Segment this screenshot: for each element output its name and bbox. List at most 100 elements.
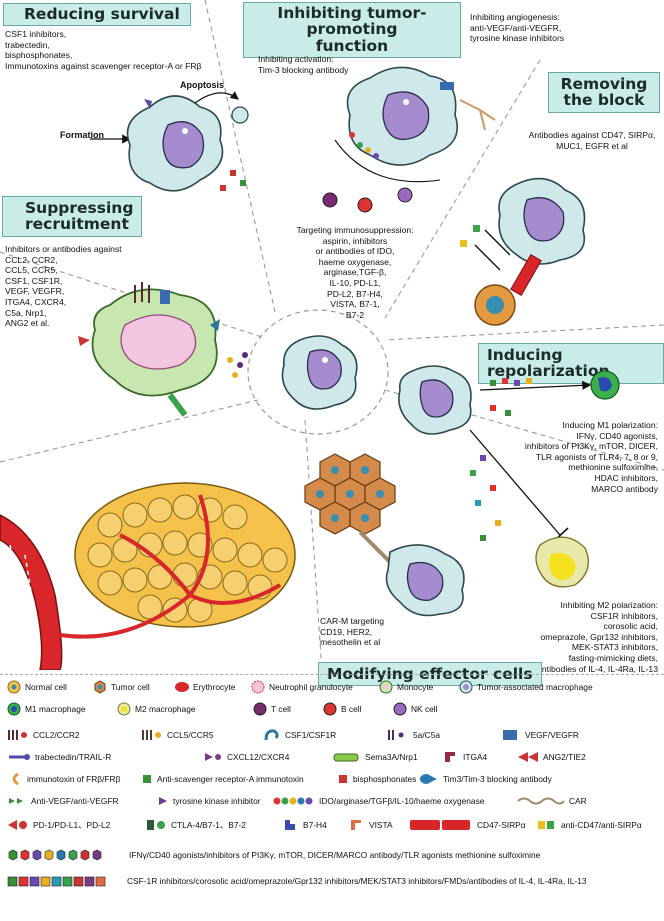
monocyte-icon <box>379 680 393 694</box>
legend-tim3: Tim3/Tim-3 blocking antibody <box>418 770 552 788</box>
anti-cd47-icon <box>538 821 554 829</box>
inhibiting-tumor-title: Inhibiting tumor-promoting function <box>243 2 461 58</box>
apoptosis-label: Apoptosis <box>180 80 224 90</box>
legend-tam: Tumor-associated macrophage <box>458 678 593 696</box>
legend-csf1: CSF1/CSF1R <box>262 726 336 744</box>
legend-normal-cell: Normal cell <box>6 678 67 696</box>
anti-scavenger-icon <box>143 775 151 783</box>
anti-vegf-icon <box>9 798 23 804</box>
legend-vista: VISTA <box>348 816 393 834</box>
legend-row-receptors-2: trabectedin/TRAIL-R CXCL12/CXCR4 Sema3A/… <box>6 745 658 767</box>
legend-ctla4: CTLA-4/B7-1、B7-2 <box>144 816 246 834</box>
tam-icon <box>459 680 473 694</box>
legend-row-agents-1: immunotoxin of FRβ/FRβ Anti-scavenger re… <box>6 767 658 789</box>
cxcl12-icon <box>205 753 221 761</box>
neutrophil-icon <box>251 680 265 694</box>
b7h4-icon <box>285 820 295 830</box>
legend-row-cells-2: M1 macrophage M2 macrophage T cell B cel… <box>6 697 658 719</box>
tim3-icon <box>420 774 437 784</box>
survival-macrophage-illustration <box>90 91 249 192</box>
inducing-repolarization-title: Inducing repolarization <box>478 343 664 384</box>
legend-cxcl12: CXCL12/CXCR4 <box>202 748 289 766</box>
suppressing-recruitment-text: Inhibitors or antibodies against CCL2, C… <box>5 244 122 329</box>
suppressing-recruitment-title: Suppressing recruitment <box>2 196 143 237</box>
legend-tki: tyrosine kinase inhibitor <box>156 792 261 810</box>
legend-itga4: ITGA4 <box>442 748 487 766</box>
formation-label: Formation <box>60 130 104 140</box>
cd47-sirpa-icon <box>410 820 470 830</box>
repolarization-illustration <box>398 365 620 588</box>
legend-b7h4: B7-H4 <box>282 816 327 834</box>
c5a-icon <box>388 730 404 740</box>
vegf-icon <box>503 730 517 740</box>
removing-block-title: Removing the block <box>548 72 660 113</box>
m1-macrophage-icon <box>7 702 21 716</box>
legend-row-cells-1: Normal cell Tumor cell Erythrocyte Neutr… <box>6 675 658 697</box>
ido-agents-icon <box>273 797 313 805</box>
normal-cell-icon <box>7 680 21 694</box>
legend-immunotoxin-frb: immunotoxin of FRβ/FRβ <box>6 770 120 788</box>
legend-pd1: PD-1/PD-L1、PD-L2 <box>6 816 110 834</box>
legend-row-m2-agents: CSF-1R inhibitors/corosolic acid/omepraz… <box>6 869 658 891</box>
legend-monocyte: Monocyte <box>378 678 433 696</box>
legend-ido: IDO/arginase/TGFβ/IL-10/haeme oxygenase <box>272 792 484 810</box>
removing-block-text: Antibodies against CD47, SIRPα, MUC1, EG… <box>528 130 656 151</box>
inhibiting-angiogenesis-text: Inhibiting angiogenesis: anti-VEGF/anti-… <box>470 12 565 44</box>
reducing-survival-title: Reducing survival <box>3 3 191 27</box>
m1-polarization-text: Inducing M1 polarization: IFNγ, CD40 ago… <box>524 420 658 494</box>
legend-erythrocyte: Erythrocyte <box>174 678 235 696</box>
legend-ccl2: CCL2/CCR2 <box>6 726 80 744</box>
b-cell-icon <box>323 702 337 716</box>
car-m-text: CAR-M targeting CD19, HER2, mesothelin e… <box>320 616 384 648</box>
legend-m2-agents: CSF-1R inhibitors/corosolic acid/omepraz… <box>6 872 587 890</box>
ccl5-icon <box>142 730 161 740</box>
legend-ang2: ANG2/TIE2 <box>516 748 586 766</box>
itga4-icon <box>445 752 455 762</box>
frb-immunotoxin-icon <box>12 772 19 786</box>
legend-c5a: 5a/C5a <box>386 726 440 744</box>
sema3a-icon <box>333 753 359 762</box>
legend-row-receptors-1: CCL2/CCR2 CCL5/CCR5 CSF1/CSF1R 5a/C5a VE… <box>6 723 658 745</box>
legend-tumor-cell: Tumor cell <box>92 678 150 696</box>
legend-b-cell: B cell <box>322 700 361 718</box>
erythrocyte-icon <box>175 682 189 692</box>
legend-anti-cd47: anti-CD47/anti-SIRPα <box>536 816 642 834</box>
m1-agents-icon <box>8 849 102 861</box>
legend-bisphosphonates: bisphosphonates <box>336 770 416 788</box>
tumor-cell-icon <box>94 680 106 694</box>
legend-sema3a: Sema3A/Nrp1 <box>332 748 418 766</box>
legend-car: CAR <box>516 792 587 810</box>
legend: Normal cell Tumor cell Erythrocyte Neutr… <box>0 674 664 921</box>
legend-row-agents-2: Anti-VEGF/anti-VEGFR tyrosine kinase inh… <box>6 789 658 811</box>
m2-polarization-text: Inhibiting M2 polarization: CSF1R inhibi… <box>537 600 658 674</box>
center-macrophage <box>281 335 358 410</box>
t-cell-icon <box>253 702 267 716</box>
legend-trabectedin: trabectedin/TRAIL-R <box>6 748 111 766</box>
car-m-illustration <box>304 453 465 617</box>
tumor-mass-illustration <box>0 482 296 670</box>
legend-m1-agents: IFNγ/CD40 agonists/inhibitors of PI3Kγ, … <box>6 846 540 864</box>
bisphosphonates-icon <box>339 775 347 783</box>
removing-block-illustration <box>460 177 586 326</box>
ang2-icon <box>518 752 538 762</box>
ctla4-icon <box>147 820 165 830</box>
ccl2-icon <box>8 730 27 740</box>
tki-icon <box>159 797 167 805</box>
tumor-function-macrophage-illustration <box>322 66 496 213</box>
trabectedin-icon <box>9 754 30 760</box>
inhibiting-activation-text: Inhibiting activation: Tim-3 blocking an… <box>258 54 349 75</box>
vista-icon <box>351 820 361 830</box>
legend-nk-cell: NK cell <box>392 700 438 718</box>
legend-cd47: CD47-SIRPα <box>408 816 526 834</box>
legend-vegf: VEGF/VEGFR <box>500 726 579 744</box>
legend-row-m1-agents: IFNγ/CD40 agonists/inhibitors of PI3Kγ, … <box>6 843 658 865</box>
reducing-survival-text: CSF1 inhibitors, trabectedin, bisphospho… <box>5 29 202 71</box>
legend-neutrophil: Neutrophil granulocyte <box>250 678 353 696</box>
legend-anti-scavenger: Anti-scavenger receptor-A immunotoxin <box>140 770 304 788</box>
recruitment-monocyte-illustration <box>78 282 248 417</box>
legend-anti-vegf: Anti-VEGF/anti-VEGFR <box>6 792 119 810</box>
legend-m1: M1 macrophage <box>6 700 86 718</box>
nk-cell-icon <box>393 702 407 716</box>
immunosuppression-text: Targeting immunosuppression: aspirin, in… <box>296 225 414 320</box>
pd1-icon <box>8 820 27 830</box>
